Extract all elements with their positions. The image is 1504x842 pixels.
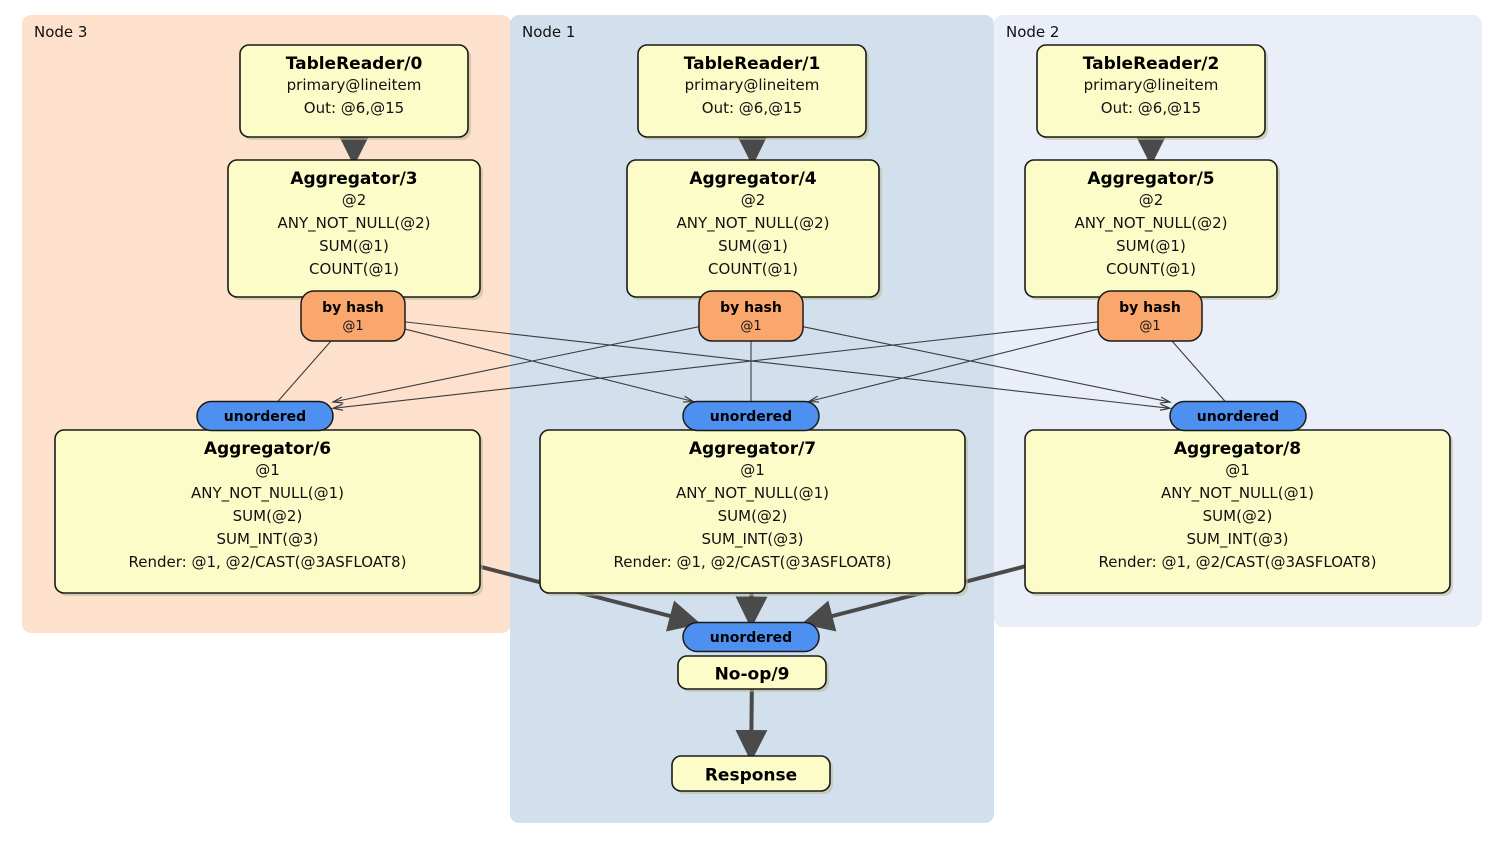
processor-detail-line: COUNT(@1): [708, 260, 798, 278]
processor-title: Aggregator/8: [1174, 439, 1301, 459]
hash-router-column: @1: [1139, 319, 1160, 334]
hash-router-body[interactable]: [300, 290, 406, 342]
unordered-pill-body[interactable]: [196, 400, 334, 432]
processor-detail-line: SUM(@1): [1116, 237, 1186, 255]
processor-detail-line: @1: [1225, 461, 1250, 479]
hash-router-byhash4[interactable]: by hash @1: [698, 290, 804, 342]
processor-detail-line: @1: [255, 461, 280, 479]
processor-title: TableReader/1: [684, 54, 821, 74]
processor-title: Aggregator/6: [204, 439, 331, 459]
node-panel-label: Node 1: [522, 23, 575, 41]
hash-router-body[interactable]: [1097, 290, 1203, 342]
node-panel-label: Node 3: [34, 23, 87, 41]
processor-noop9[interactable]: No-op/9: [677, 655, 829, 692]
processor-detail-line: COUNT(@1): [309, 260, 399, 278]
processor-detail-line: Out: @6,@15: [702, 99, 802, 117]
processor-detail-line: SUM_INT(@3): [1187, 530, 1289, 549]
edge-h3-u8: [404, 321, 1170, 408]
unordered-pill-body[interactable]: [682, 400, 820, 432]
processor-detail-line: @2: [741, 191, 766, 209]
unordered-pill-label: unordered: [1197, 409, 1279, 425]
unordered-pill-body[interactable]: [682, 621, 820, 653]
processor-response[interactable]: Response: [671, 755, 833, 794]
unordered-pill-label: unordered: [710, 630, 792, 646]
hash-router-byhash5[interactable]: by hash @1: [1097, 290, 1203, 342]
processor-detail-line: Render: @1, @2/CAST(@3ASFLOAT8): [614, 553, 892, 571]
processor-detail-line: SUM(@1): [718, 237, 788, 255]
processor-detail-line: ANY_NOT_NULL(@1): [676, 484, 829, 503]
processor-body[interactable]: [1036, 44, 1266, 138]
processor-detail-line: SUM(@2): [233, 507, 303, 525]
processor-detail-line: Out: @6,@15: [304, 99, 404, 117]
node-panel-label: Node 2: [1006, 23, 1059, 41]
processor-detail-line: SUM_INT(@3): [217, 530, 319, 549]
processor-detail-line: COUNT(@1): [1106, 260, 1196, 278]
unordered-synchronizer-unordered7[interactable]: unordered: [682, 400, 820, 432]
processor-body[interactable]: [239, 44, 469, 138]
edge-noop9-response: [735, 688, 768, 762]
processor-detail-line: Render: @1, @2/CAST(@3ASFLOAT8): [129, 553, 407, 571]
processor-detail-line: @2: [1139, 191, 1164, 209]
processor-detail-line: Render: @1, @2/CAST(@3ASFLOAT8): [1099, 553, 1377, 571]
processor-title: TableReader/2: [1083, 54, 1220, 74]
edge-h5-u8: [1171, 340, 1226, 402]
processor-detail-line: SUM(@2): [1203, 507, 1273, 525]
processor-body[interactable]: [637, 44, 867, 138]
processor-detail-line: primary@lineitem: [287, 76, 422, 94]
processor-detail-line: @2: [342, 191, 367, 209]
processor-title: TableReader/0: [286, 54, 423, 74]
unordered-pill-label: unordered: [710, 409, 792, 425]
hash-router-column: @1: [342, 319, 363, 334]
edge-h5-u7: [809, 328, 1099, 401]
processor-detail-line: ANY_NOT_NULL(@2): [1075, 214, 1228, 233]
processor-detail-line: SUM(@1): [319, 237, 389, 255]
hash-router-column: @1: [740, 319, 761, 334]
processor-detail-line: @1: [740, 461, 765, 479]
unordered-pill-label: unordered: [224, 409, 306, 425]
processor-detail-line: SUM(@2): [718, 507, 788, 525]
processor-detail-line: primary@lineitem: [1084, 76, 1219, 94]
edge-h3-u7: [404, 328, 693, 401]
hash-router-byhash3[interactable]: by hash @1: [300, 290, 406, 342]
processor-detail-line: ANY_NOT_NULL(@2): [278, 214, 431, 233]
processor-detail-line: ANY_NOT_NULL(@1): [1161, 484, 1314, 503]
processor-detail-line: primary@lineitem: [685, 76, 820, 94]
hash-router-label: by hash: [322, 300, 384, 316]
processor-detail-line: ANY_NOT_NULL(@1): [191, 484, 344, 503]
processor-detail-line: Out: @6,@15: [1101, 99, 1201, 117]
processor-detail-line: ANY_NOT_NULL(@2): [677, 214, 830, 233]
hash-router-label: by hash: [720, 300, 782, 316]
processor-title: Response: [705, 766, 797, 786]
processor-title: Aggregator/3: [290, 169, 417, 189]
processor-detail-line: SUM_INT(@3): [702, 530, 804, 549]
processor-title: Aggregator/7: [689, 439, 816, 459]
unordered-synchronizer-unordered6[interactable]: unordered: [196, 400, 334, 432]
unordered-pill-body[interactable]: [1169, 400, 1307, 432]
processor-title: Aggregator/5: [1087, 169, 1214, 189]
processor-title: No-op/9: [715, 665, 790, 685]
hash-router-body[interactable]: [698, 290, 804, 342]
edge-h4-u6: [333, 326, 700, 402]
processor-body[interactable]: [677, 655, 827, 690]
edge-h3-u6: [277, 340, 332, 402]
hash-router-label: by hash: [1119, 300, 1181, 316]
unordered-synchronizer-unordered9[interactable]: unordered: [682, 621, 820, 653]
edge-h5-u6: [333, 321, 1099, 408]
unordered-synchronizer-unordered8[interactable]: unordered: [1169, 400, 1307, 432]
processor-title: Aggregator/4: [689, 169, 816, 189]
processor-body[interactable]: [671, 755, 831, 792]
edge-h4-u8: [802, 326, 1170, 402]
